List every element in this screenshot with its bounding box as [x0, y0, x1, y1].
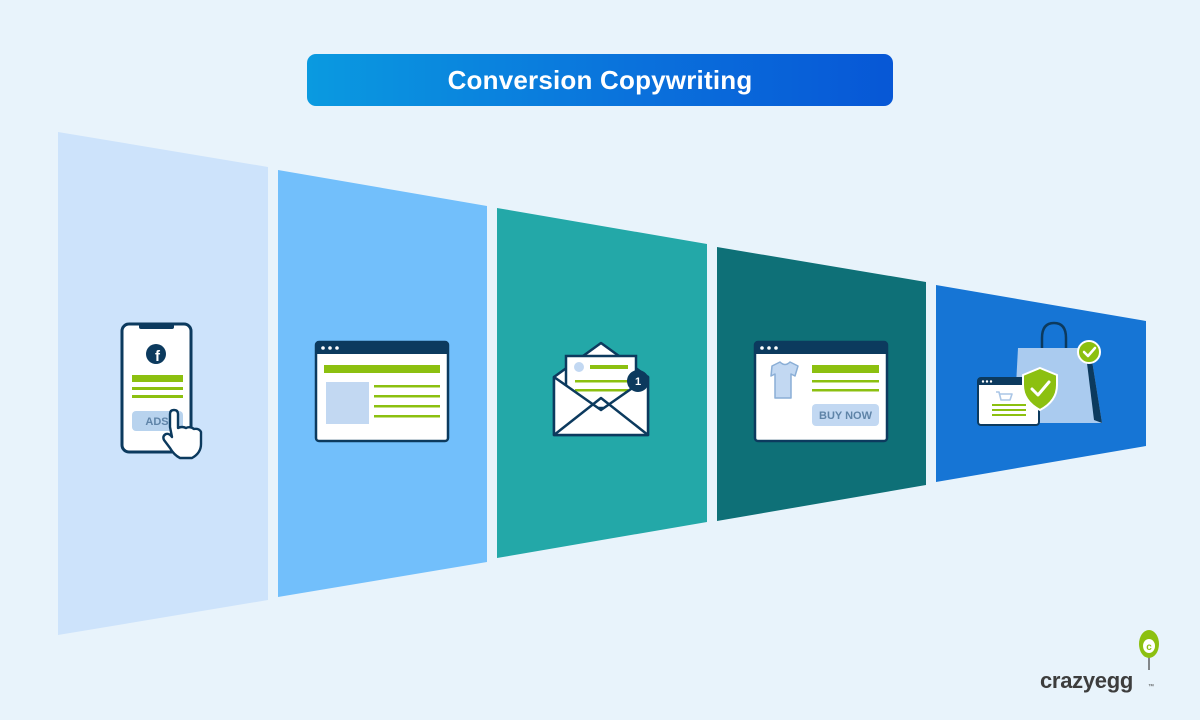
- facebook-ad-phone-icon: f ADS: [120, 322, 203, 460]
- landing-page-icon: [314, 340, 450, 443]
- product-page-icon: BUY NOW: [753, 340, 889, 443]
- email-icon: 1: [552, 341, 650, 437]
- svg-text:f: f: [155, 348, 161, 365]
- svg-text:c: c: [1146, 642, 1152, 653]
- shield-icon: [1022, 366, 1058, 412]
- crazyegg-logo-icon: c: [1139, 630, 1159, 670]
- pointer-hand-icon: [162, 408, 203, 460]
- page-title: Conversion Copywriting: [307, 54, 893, 106]
- secure-checkout-icon: [977, 321, 1102, 426]
- brand-logo-text: crazyegg: [1040, 668, 1133, 693]
- ads-button-label: ADS: [145, 416, 168, 428]
- notification-count: 1: [635, 376, 641, 388]
- tshirt-icon: [770, 361, 799, 399]
- notification-badge: [627, 370, 649, 392]
- buy-now-button-label: BUY NOW: [819, 410, 873, 422]
- cart-icon: [996, 391, 1013, 401]
- brand-trademark: ™: [1148, 684, 1154, 690]
